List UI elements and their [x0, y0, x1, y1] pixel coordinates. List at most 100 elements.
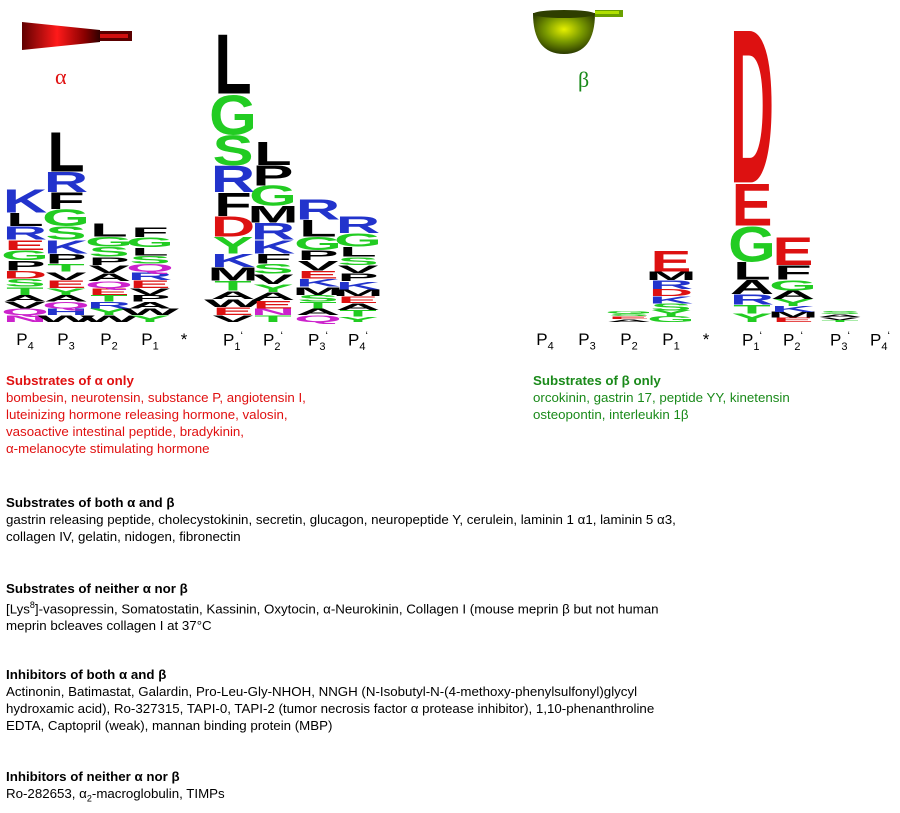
logo-letter: M [247, 201, 298, 227]
logo-letter: F [254, 251, 291, 267]
logo-letter: L [6, 209, 43, 230]
logo-letter: W [37, 314, 96, 325]
logo-letter: R [730, 292, 774, 308]
logo-letter: S [338, 255, 379, 268]
logo-letter: L [131, 245, 168, 258]
logo-letter: W [121, 307, 180, 318]
logo-letter: L [733, 257, 770, 285]
logo-letter: R [211, 158, 255, 200]
section-heading: Substrates of β only [533, 373, 661, 388]
logo-letter: A [607, 319, 651, 323]
logo-letter: V [5, 300, 46, 311]
logo-letter: G [769, 277, 817, 293]
logo-letter: T [733, 303, 770, 316]
logo-letter: S [130, 253, 171, 266]
section-line: luteinizing hormone releasing hormone, v… [6, 407, 288, 422]
logo-letter: W [80, 314, 139, 325]
logo-letter: V [130, 286, 171, 297]
logo-letter: A [211, 289, 255, 302]
logo-letter: S [609, 313, 650, 317]
logo-letter: K [211, 250, 256, 271]
logo-letter: K [44, 236, 89, 257]
logo-letter: G [249, 181, 297, 212]
logo-letter: L [339, 244, 376, 260]
logo-letter: P [253, 160, 294, 191]
section-heading: Inhibitors of both α and β [6, 667, 167, 682]
logo-letter: A [336, 301, 380, 312]
section-line: EDTA, Captopril (weak), mannan binding p… [6, 718, 333, 733]
section-neither: Substrates of neither α nor β [Lys8]-vas… [6, 580, 659, 634]
logo-letter: E [46, 278, 87, 291]
logo-letter: Q [42, 300, 90, 311]
logo-letter: G [294, 233, 342, 254]
section-inhibitors-both: Inhibitors of both α and β Actinonin, Ba… [6, 666, 654, 734]
logo-letter: Y [46, 286, 87, 297]
section-line: osteopontin, interleukin 1β [533, 407, 689, 422]
logo-letter: Y [253, 282, 294, 295]
logo-letter: T [299, 300, 337, 311]
logo-letter: R [296, 194, 340, 225]
logo-letter: V [253, 271, 294, 287]
logo-letter: K [3, 183, 48, 220]
logo-letter: A [3, 293, 47, 304]
position-label: P1 [662, 330, 680, 353]
logo-letter: T [339, 308, 377, 319]
logo-letter: P [338, 271, 379, 284]
logo-letter: Y [213, 232, 254, 258]
logo-letter: D [211, 211, 255, 242]
logo-letter: E [651, 245, 692, 279]
logo-letter: E [732, 171, 773, 238]
logo-letter: N [3, 314, 47, 325]
logo-letter: Q [294, 314, 342, 325]
logo-letter: F [214, 186, 251, 223]
section-heading: Inhibitors of neither α nor β [6, 769, 180, 784]
logo-letter: F [47, 188, 84, 214]
section-line: vasoactive intestinal peptide, bradykini… [6, 424, 245, 439]
logo-letter: Y [732, 311, 773, 324]
logo-letter: L [214, 17, 251, 112]
logo-letter: V [338, 263, 380, 276]
position-label: * [180, 330, 188, 349]
section-line: bombesin, neurotensin, substance P, angi… [6, 390, 306, 405]
logo-letter: M [645, 270, 696, 283]
logo-letter: R [128, 270, 172, 283]
logo-letter: T [47, 262, 85, 275]
logo-letter: F [131, 225, 168, 241]
meprin-alpha-icon [22, 22, 132, 50]
logo-letter: R [336, 212, 380, 238]
logo-letter: V [213, 314, 254, 325]
section-line: orcokinin, gastrin 17, peptide YY, kinet… [533, 390, 790, 405]
logo-letter: E [5, 237, 46, 253]
logo-letter: E [609, 316, 650, 320]
logo-letter: V [46, 270, 88, 283]
logo-letter: K [336, 279, 381, 292]
section-line: Actinonin, Batimastat, Galardin, Pro-Leu… [6, 684, 638, 699]
logo-letter: P [46, 251, 87, 267]
logo-letter: F [774, 262, 811, 284]
logo-letter: P [130, 293, 171, 304]
logo-letter: M [292, 285, 343, 298]
logo-letter: G [42, 205, 90, 231]
alpha-label: α [55, 64, 67, 89]
logo-letter: S [89, 244, 130, 260]
section-line: hydroxamic acid), Ro-327315, TAPI-0, TAP… [6, 701, 655, 716]
logo-letter: A [87, 271, 131, 284]
logo-letter: P [298, 248, 339, 264]
logo-letter: Q [1, 307, 49, 318]
logo-letter: G [209, 83, 257, 146]
logo-letter: T [254, 314, 292, 325]
position-label: * [702, 330, 710, 349]
position-label: P4‘ [348, 330, 368, 354]
logo-letter: G [1, 248, 49, 264]
logo-letter: W [204, 297, 262, 310]
section-line: [Lys8]-vasopressin, Somatostatin, Kassin… [6, 600, 659, 617]
position-label: P4 [16, 330, 34, 353]
logo-letter: Y [89, 307, 130, 318]
logo-letter: P [5, 258, 46, 274]
logo-letter: D [730, 0, 774, 230]
section-heading: Substrates of both α and β [6, 495, 175, 510]
logo-letter: V [820, 316, 861, 320]
logo-letter: M [332, 288, 383, 299]
logo-letter: Y [130, 314, 171, 325]
section-alpha-only: Substrates of α only bombesin, neurotens… [6, 372, 306, 457]
